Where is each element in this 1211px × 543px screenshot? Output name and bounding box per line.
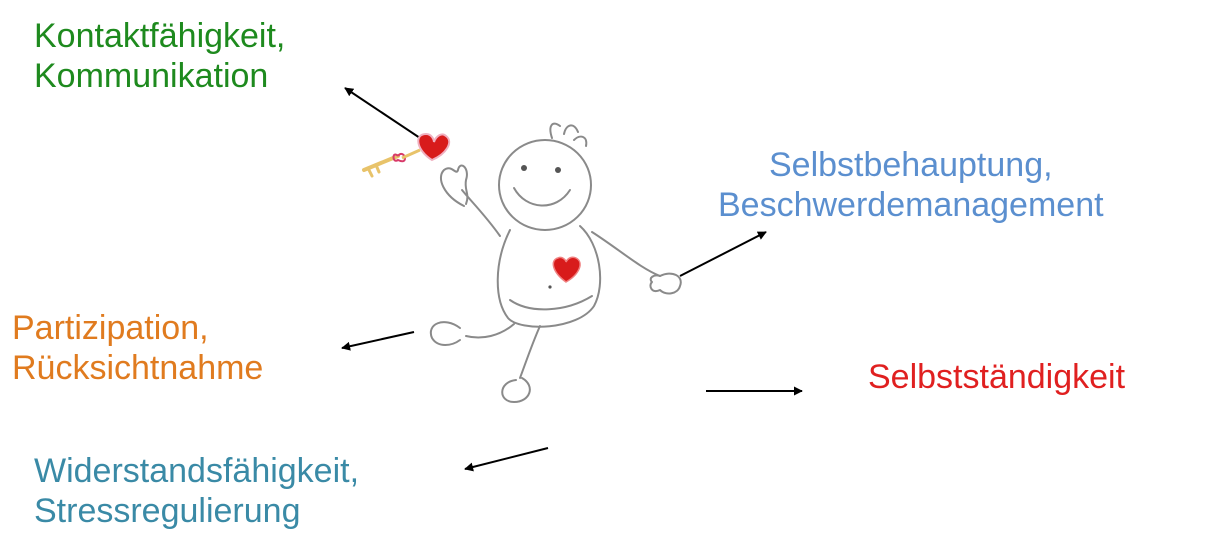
arrow-to-widerstand [464,447,549,472]
label-selbstbehauptung: Selbstbehauptung, Beschwerdemanagement [718,145,1104,225]
key-with-heart-icon [362,132,451,178]
label-partizipation: Partizipation, Rücksichtnahme [12,308,263,388]
label-widerstand-line1: Widerstandsfähigkeit, [34,452,360,490]
label-selbststaendig-line1: Selbstständigkeit [868,358,1126,396]
stick-figure [429,122,682,403]
label-kontaktfaehigkeit: Kontaktfähigkeit, Kommunikation [34,16,285,96]
label-widerstand-line2: Stressregulierung [34,492,301,530]
chest-heart-icon [552,256,581,283]
label-selbststaendigkeit: Selbstständigkeit [868,357,1125,397]
label-selbstbeh-line2: Beschwerdemanagement [718,186,1104,224]
label-widerstandsfaehigkeit: Widerstandsfähigkeit, Stressregulierung [34,451,359,531]
label-partizipation-line2: Rücksichtnahme [12,349,264,387]
arrow-to-selbstbehauptung [679,231,767,277]
label-partizipation-line1: Partizipation, [12,309,209,347]
label-kontakt-line2: Kommunikation [34,57,269,95]
label-selbstbeh-line1: Selbstbehauptung, [768,146,1053,184]
arrow-to-kontakt [344,87,433,147]
arrow-to-partizipation [341,331,415,351]
label-kontakt-line1: Kontaktfähigkeit, [34,17,286,55]
